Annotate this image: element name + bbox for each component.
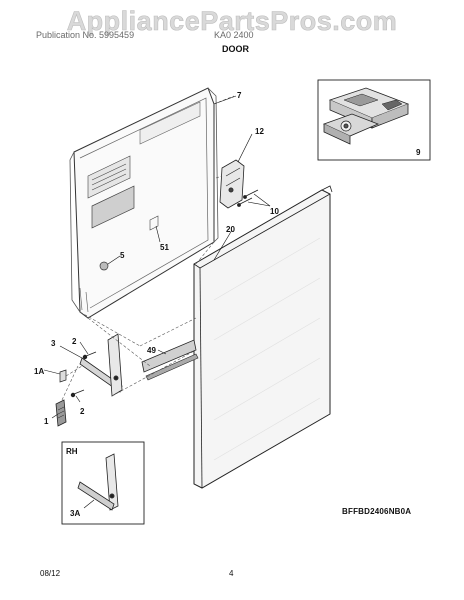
hinge-screw-lower	[70, 389, 85, 398]
drawing-code: BFFBD2406NB0A	[342, 507, 412, 516]
inner-door-panel	[69, 87, 219, 319]
callout-leader-lines	[43, 95, 271, 419]
trim-strip	[141, 339, 199, 381]
callout-5: 5	[120, 251, 125, 260]
callout-7: 7	[237, 91, 242, 100]
callout-1: 1	[44, 417, 49, 426]
watermark: AppliancePartsPros.com	[66, 6, 398, 37]
inset-label-rh: RH	[66, 447, 78, 456]
callout-labels: 7 12 9 10 20 51 5 49 3 2 1A 2 1 RH 3A	[34, 91, 421, 518]
rh-hinge-arm	[77, 453, 119, 511]
callout-10: 10	[270, 207, 279, 216]
dispenser-opening	[91, 185, 135, 229]
callout-3: 3	[51, 339, 56, 348]
callout-20: 20	[226, 225, 235, 234]
callout-49: 49	[147, 346, 156, 355]
page-number: 4	[229, 569, 234, 578]
callout-1A: 1A	[34, 367, 44, 376]
hinge-arm-assembly	[79, 333, 123, 397]
hinge-screw-upper	[82, 351, 97, 360]
hinge-cable-clip	[59, 369, 67, 383]
door-plug	[99, 261, 109, 271]
publication-number: Publication No. 5995459	[36, 30, 135, 40]
callout-2-upper: 2	[72, 337, 77, 346]
assembly-guide-lines	[61, 95, 235, 401]
vent-grille	[87, 155, 131, 199]
callout-9: 9	[416, 148, 421, 157]
callout-51: 51	[160, 243, 169, 252]
hinge-spring	[55, 399, 67, 427]
hinge-bracket	[219, 159, 245, 209]
detergent-dispenser	[322, 87, 410, 145]
callout-2-lower: 2	[80, 407, 85, 416]
footer-date: 08/12	[40, 569, 61, 578]
callout-12: 12	[255, 127, 264, 136]
outer-door-panel	[193, 185, 333, 489]
model-number: KA0 2400	[214, 30, 254, 40]
hinge-screws	[237, 189, 259, 207]
rh-hinge-inset-box	[61, 441, 145, 525]
callout-3A: 3A	[70, 509, 80, 518]
dispenser-inset-box	[317, 79, 431, 161]
section-title: DOOR	[222, 44, 249, 54]
